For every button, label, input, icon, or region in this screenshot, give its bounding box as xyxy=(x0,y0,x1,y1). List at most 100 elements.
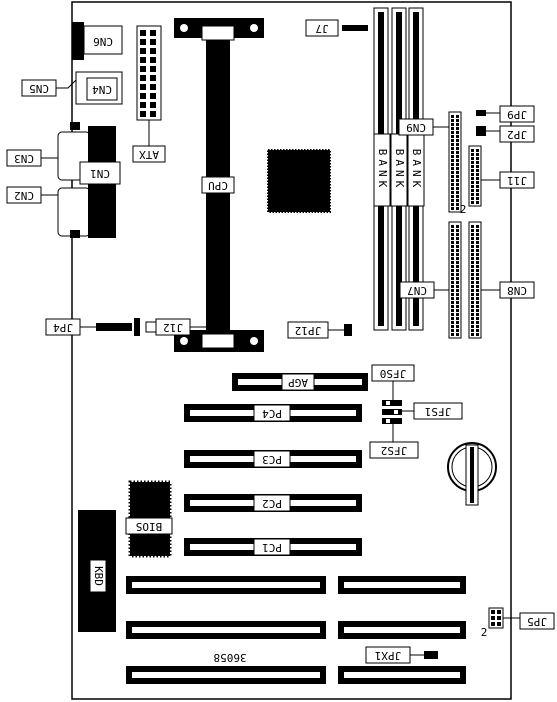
j7-label: J7 xyxy=(315,22,328,35)
bank-3-label: BANK xyxy=(410,149,423,192)
pin xyxy=(140,102,146,108)
cn8-label: CN8 xyxy=(507,284,527,297)
jfs2-label: JFS2 xyxy=(381,444,408,457)
pin xyxy=(456,333,459,336)
pin xyxy=(150,39,156,45)
pin xyxy=(456,135,459,138)
pc1-label: PC1 xyxy=(262,541,282,554)
pin xyxy=(451,183,454,186)
pin xyxy=(140,30,146,36)
pin xyxy=(451,151,454,154)
pin xyxy=(451,289,454,292)
bank-1-label: BANK xyxy=(376,149,389,192)
pin xyxy=(451,261,454,264)
cpu-slot xyxy=(174,18,264,352)
pin xyxy=(471,329,474,332)
jp5-callout-box xyxy=(519,612,555,630)
pin xyxy=(471,257,474,260)
pin xyxy=(456,305,459,308)
jp12-jumper xyxy=(344,324,352,336)
pin xyxy=(451,119,454,122)
pin xyxy=(476,297,479,300)
pin xyxy=(476,177,479,180)
pin xyxy=(451,285,454,288)
pin xyxy=(456,245,459,248)
pin xyxy=(456,131,459,134)
pin xyxy=(476,265,479,268)
pin xyxy=(456,155,459,158)
j7-header xyxy=(342,25,368,31)
pin xyxy=(456,321,459,324)
pin xyxy=(476,193,479,196)
pin xyxy=(456,229,459,232)
j11-header xyxy=(468,145,482,207)
pin xyxy=(471,173,474,176)
pin xyxy=(456,237,459,240)
pin xyxy=(451,305,454,308)
pin xyxy=(451,159,454,162)
pin xyxy=(456,257,459,260)
jp5-pin-label: 2 xyxy=(481,626,488,639)
pin xyxy=(456,285,459,288)
pin xyxy=(150,30,156,36)
pin xyxy=(451,139,454,142)
pin xyxy=(471,233,474,236)
pin xyxy=(456,115,459,118)
pin xyxy=(456,261,459,264)
pin xyxy=(476,289,479,292)
isa-slot-right-2 xyxy=(338,621,466,639)
pin xyxy=(456,269,459,272)
cn9-header xyxy=(448,111,462,213)
pin xyxy=(451,329,454,332)
bios-label: BIOS xyxy=(136,520,163,533)
pin xyxy=(451,127,454,130)
pin xyxy=(456,139,459,142)
pin xyxy=(451,301,454,304)
pin xyxy=(451,297,454,300)
pin xyxy=(476,325,479,328)
cn4-connector xyxy=(75,71,123,105)
pin xyxy=(456,163,459,166)
pin xyxy=(451,245,454,248)
pin xyxy=(471,225,474,228)
isa-slot-right-3 xyxy=(338,666,466,684)
cn7-label: CN7 xyxy=(407,284,427,297)
pin xyxy=(456,241,459,244)
pin xyxy=(476,181,479,184)
cn1-label: CN1 xyxy=(90,167,110,180)
pc3-label: PC3 xyxy=(262,453,282,466)
pin xyxy=(471,301,474,304)
pin xyxy=(476,201,479,204)
pin xyxy=(456,313,459,316)
pin xyxy=(451,115,454,118)
pin xyxy=(471,277,474,280)
cn3-label: CN3 xyxy=(14,152,34,165)
pin xyxy=(476,305,479,308)
jfs2-callout-box xyxy=(369,441,419,459)
pin xyxy=(476,161,479,164)
pin xyxy=(471,325,474,328)
pin xyxy=(471,193,474,196)
pin xyxy=(451,135,454,138)
dimm-bank-2 xyxy=(390,7,408,331)
pin xyxy=(471,241,474,244)
pin xyxy=(476,309,479,312)
pci-slot-pc3 xyxy=(184,450,362,468)
pin xyxy=(451,191,454,194)
pin xyxy=(456,127,459,130)
serial-parallel-connectors xyxy=(57,122,121,238)
pin xyxy=(451,123,454,126)
pin xyxy=(476,157,479,160)
pin xyxy=(471,293,474,296)
pin xyxy=(456,289,459,292)
jp9-label: JP9 xyxy=(507,108,527,121)
pin xyxy=(456,123,459,126)
pin xyxy=(451,143,454,146)
pin xyxy=(471,185,474,188)
pin xyxy=(451,131,454,134)
pin xyxy=(451,257,454,260)
cn6-label: CN6 xyxy=(93,35,113,48)
pin xyxy=(471,297,474,300)
pin xyxy=(451,313,454,316)
